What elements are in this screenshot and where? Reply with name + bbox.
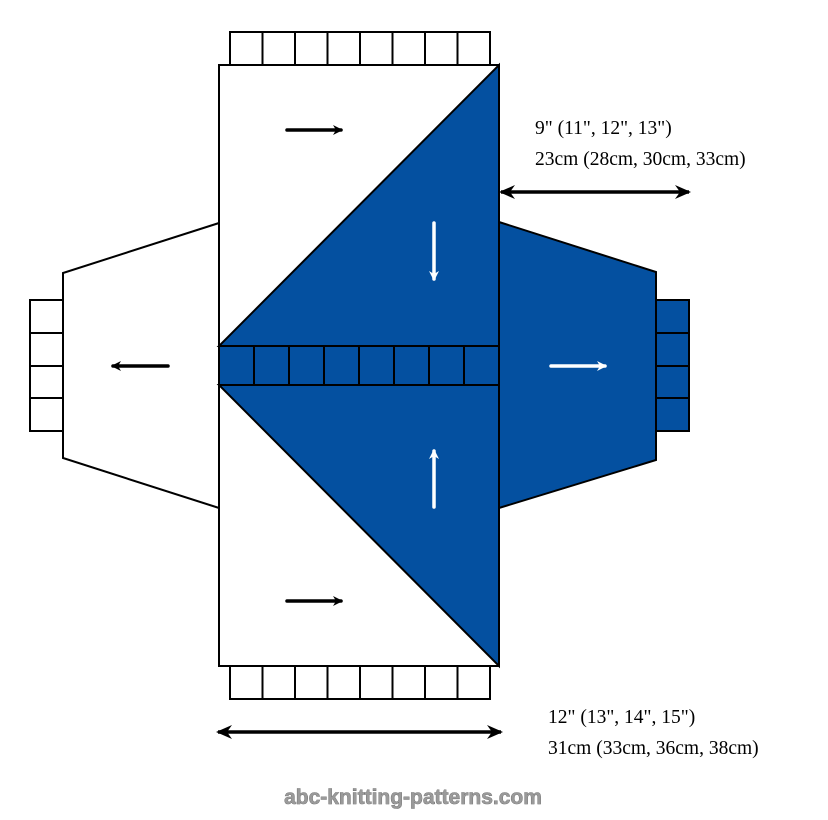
length-cm-label: 31cm (33cm, 36cm, 38cm) xyxy=(548,738,759,759)
width-inches-label: 9" (11", 12", 13") xyxy=(535,118,672,139)
watermark: abc-knitting-patterns.com xyxy=(284,786,542,809)
left-cuff-ribbing xyxy=(29,299,64,432)
right-cuff-ribbing xyxy=(655,299,690,432)
bottom-ribbing xyxy=(229,665,491,700)
width-cm-label: 23cm (28cm, 30cm, 33cm) xyxy=(535,149,746,170)
length-inches-label: 12" (13", 14", 15") xyxy=(548,707,695,728)
top-ribbing xyxy=(229,31,491,66)
center-band-ribbing xyxy=(218,345,500,386)
